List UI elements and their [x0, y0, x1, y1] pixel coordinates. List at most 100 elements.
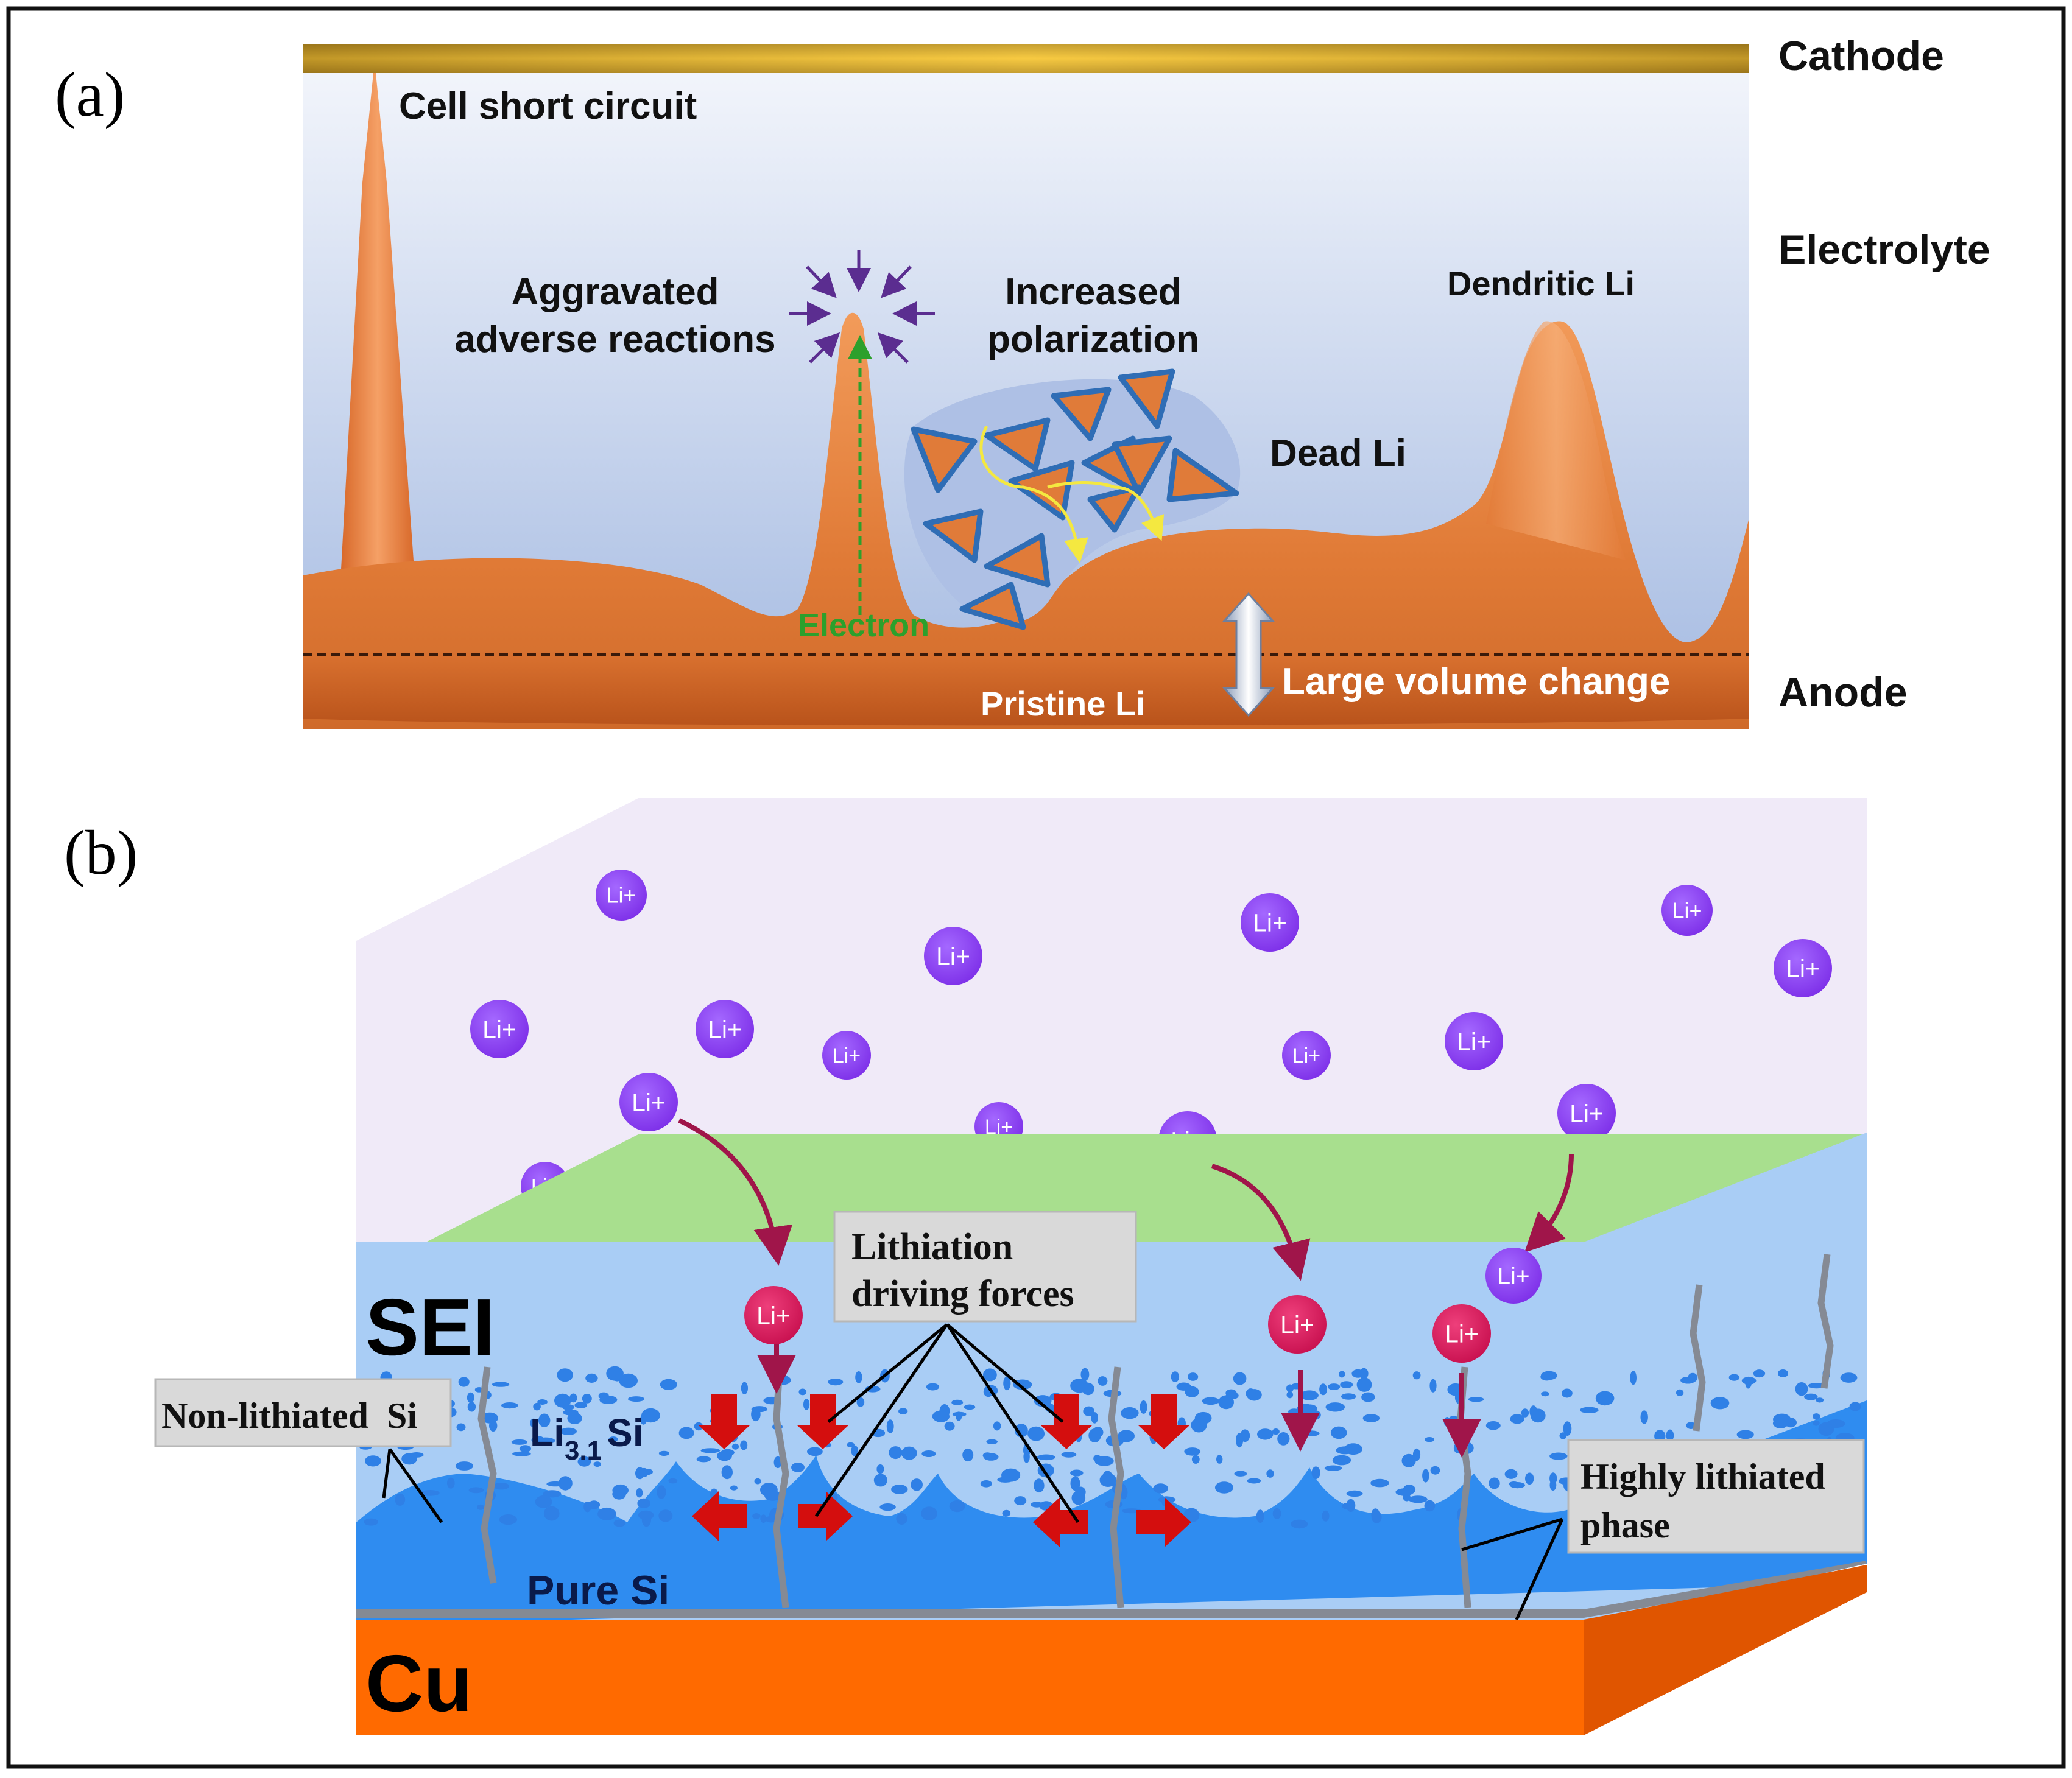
lithiation-dot — [1736, 1430, 1754, 1439]
lithiation-dot — [1401, 1453, 1416, 1467]
lithiation-dot — [773, 1456, 782, 1469]
li-ion: Li+ — [822, 1031, 871, 1080]
lithiation-dot — [1034, 1395, 1052, 1407]
lithiation-dot — [1429, 1379, 1437, 1393]
lithiated-si-tail: Si — [607, 1411, 643, 1455]
driving-forces-line2: driving forces — [851, 1273, 1074, 1315]
lithiation-dot — [1840, 1372, 1858, 1383]
non-lithiated-si-label: Non-lithiated Si — [161, 1396, 417, 1436]
lithiation-dot — [1023, 1450, 1030, 1463]
pristine-li-label: Pristine Li — [981, 684, 1146, 723]
lithiation-dot — [1510, 1414, 1524, 1424]
lithiation-dot — [694, 1422, 703, 1431]
lithiation-dot — [1202, 1397, 1220, 1405]
li-ion-circle — [1445, 1012, 1503, 1070]
lithiation-dot — [585, 1373, 598, 1383]
lithiation-dot — [1676, 1389, 1684, 1396]
lithiation-dot — [1070, 1476, 1080, 1491]
lithiation-dot — [1489, 1477, 1500, 1489]
lithiation-dot — [1529, 1405, 1537, 1418]
li-ion-circle — [696, 1000, 754, 1058]
lithiation-dot — [543, 1490, 562, 1498]
li-ion: Li+ — [1661, 885, 1713, 936]
lithiation-dot — [1094, 1456, 1114, 1466]
leader-lines — [382, 1323, 1564, 1621]
lithiation-dot — [499, 1514, 518, 1525]
lithiation-dot — [1371, 1511, 1382, 1523]
lithiation-dot — [889, 1446, 903, 1460]
lithiation-dot — [1014, 1496, 1027, 1506]
lithiation-dot — [1216, 1455, 1223, 1464]
lithiation-dot — [599, 1395, 618, 1404]
li-ion-label: Li+ — [1280, 1310, 1314, 1338]
lithiation-dot — [1272, 1428, 1280, 1435]
lithiation-dot — [1002, 1509, 1011, 1517]
lithiation-dot — [740, 1440, 748, 1450]
lithiation-dot — [619, 1373, 638, 1388]
li-ion-circle — [1557, 1084, 1616, 1142]
lithiation-dot — [964, 1404, 976, 1410]
lithiation-dot — [597, 1507, 616, 1520]
lithiation-dot — [1031, 1502, 1043, 1508]
lithiation-dot — [1236, 1433, 1244, 1448]
lithiation-dot — [1808, 1383, 1825, 1389]
sei-label: SEI — [365, 1282, 495, 1372]
lithiation-dot — [1319, 1383, 1327, 1396]
lithiation-dot — [1540, 1371, 1557, 1380]
lithiation-dot — [467, 1402, 476, 1412]
lithiation-dot — [1188, 1372, 1199, 1381]
lithiation-dot — [1772, 1418, 1789, 1428]
lithiation-dot — [477, 1504, 484, 1510]
lithiation-dot — [558, 1476, 573, 1491]
lithiation-dot — [563, 1409, 579, 1416]
lithiation-dot — [467, 1392, 474, 1404]
lithiation-dot — [636, 1488, 643, 1498]
highly-lithiated-line2: phase — [1580, 1505, 1670, 1545]
panel-b-label: (b) — [64, 818, 138, 888]
lithiation-dot — [764, 1490, 781, 1501]
lithiation-dot — [1272, 1508, 1281, 1519]
li-ion: Li+ — [1445, 1012, 1503, 1070]
li-ion: Li+ — [619, 1073, 678, 1131]
callout-highly-lithiated: Highly lithiated phase — [1567, 1439, 1865, 1554]
pristine-li-band — [303, 655, 1749, 726]
lithiation-dot — [807, 1447, 823, 1456]
lithiation-dot — [1741, 1377, 1757, 1385]
li-ion-label: Li+ — [1253, 908, 1287, 936]
lithiation-dot — [926, 1383, 940, 1391]
lithiation-dot — [896, 1513, 907, 1525]
pure-si-region — [356, 1400, 1867, 1626]
highly-lithiated-line1: Highly lithiated — [1580, 1456, 1825, 1497]
lithiation-dot — [533, 1402, 541, 1411]
lithiation-dot — [1563, 1421, 1572, 1436]
lithiation-dot — [1311, 1466, 1320, 1479]
adverse-label-line2: adverse reactions — [454, 318, 775, 360]
lithiation-dot — [583, 1502, 591, 1513]
lithiation-dot — [1849, 1402, 1861, 1411]
lithiation-dot — [1370, 1478, 1389, 1488]
lithiation-dot — [1579, 1407, 1599, 1413]
lithiation-dot — [531, 1436, 544, 1444]
lithiation-dot — [511, 1439, 528, 1445]
lithiation-dot — [1256, 1509, 1264, 1523]
li-ion: Li+ — [1241, 893, 1299, 952]
lithiation-dot — [980, 1480, 992, 1488]
lithiation-dot — [582, 1394, 592, 1404]
lithiation-dot — [593, 1461, 601, 1467]
lithiation-dot — [1341, 1393, 1356, 1400]
lithiation-dot — [537, 1399, 548, 1405]
lithiation-dot — [538, 1413, 551, 1427]
lithiated-si-main: Li — [530, 1411, 565, 1455]
lithiation-dot — [731, 1443, 739, 1450]
lithiation-dot — [1504, 1469, 1518, 1479]
lithiation-dot — [721, 1465, 733, 1480]
lithiation-dot — [468, 1487, 484, 1494]
lithiation-dot — [828, 1379, 844, 1386]
lithiation-dot — [1361, 1392, 1375, 1402]
lithiation-dot — [1346, 1490, 1363, 1497]
lithiation-dot — [1688, 1372, 1698, 1382]
pure-si-label: Pure Si — [527, 1567, 669, 1614]
lithiation-dot — [638, 1510, 654, 1520]
short-circuit-spike — [341, 61, 414, 569]
